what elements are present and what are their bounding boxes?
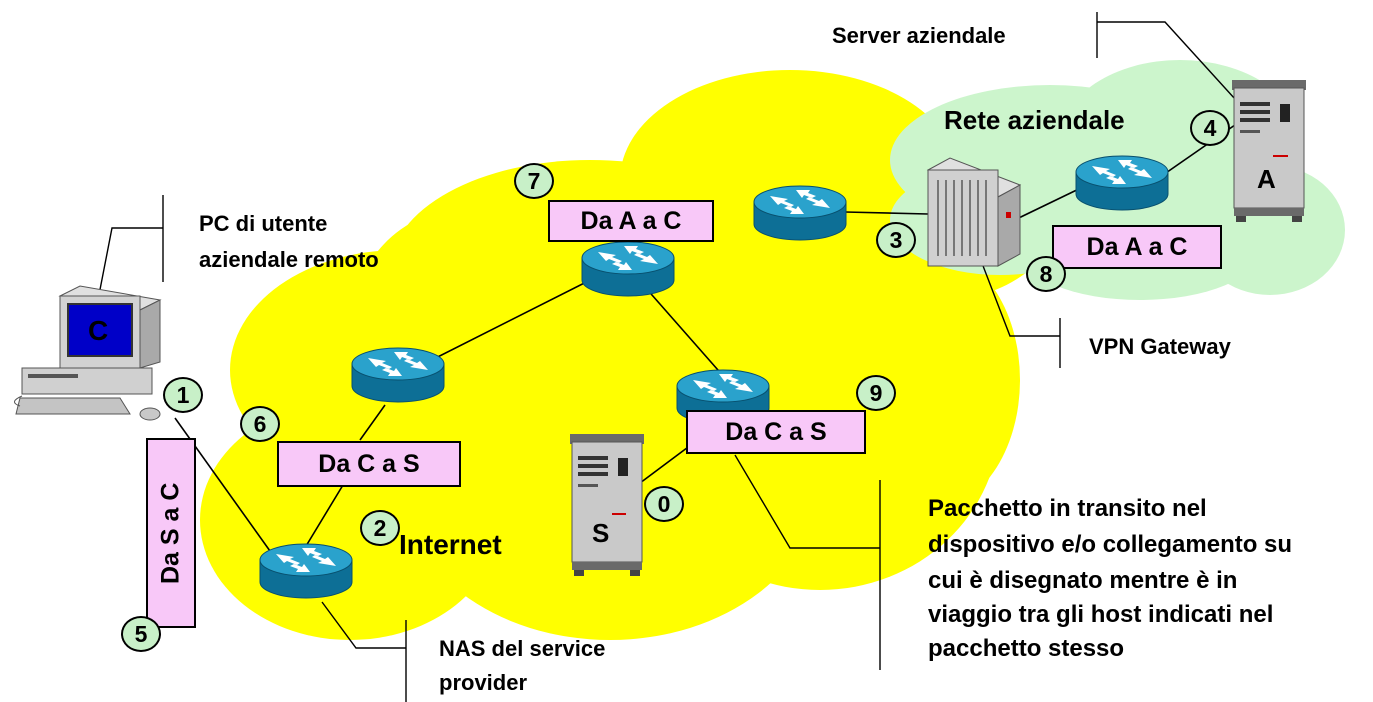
callout-lines — [96, 12, 1246, 702]
note-line1: Pacchetto in transito nel — [928, 495, 1207, 522]
router-left-mid — [351, 347, 445, 403]
nas-label-line1: NAS del service — [439, 636, 606, 661]
router-corporate — [1075, 155, 1169, 211]
badge-0: 0 — [644, 486, 684, 522]
router-core-right — [753, 185, 847, 241]
corporate-server-letter: A — [1257, 164, 1276, 194]
badge-9: 9 — [856, 375, 896, 411]
internet-server-letter: S — [592, 518, 610, 548]
remote-pc-icon — [14, 285, 162, 421]
corporate-network-label: Rete aziendale — [944, 105, 1125, 135]
router-nas — [259, 543, 353, 599]
note-line5: pacchetto stesso — [928, 635, 1125, 662]
packet-5: Da S a C — [146, 438, 196, 628]
packet-8: Da A a C — [1052, 225, 1222, 269]
note-line3: cui è disegnato mentre è in — [928, 567, 1238, 594]
router-core-top — [581, 241, 675, 297]
note-line2: dispositivo e/o collegamento su — [928, 531, 1293, 558]
pc-label-line2: aziendale remoto — [199, 247, 379, 272]
badge-2: 2 — [360, 510, 400, 546]
packet-6: Da C a S — [277, 441, 461, 487]
server-label: Server aziendale — [832, 23, 1006, 48]
packet-9: Da C a S — [686, 410, 866, 454]
internet-server-icon — [569, 433, 645, 577]
vpn-gateway-label: VPN Gateway — [1089, 334, 1231, 359]
badge-6: 6 — [240, 406, 280, 442]
internet-label: Internet — [399, 529, 502, 560]
badge-3: 3 — [876, 222, 916, 258]
pc-label-line1: PC di utente — [199, 211, 328, 236]
nas-label-line2: provider — [439, 670, 528, 695]
badge-5: 5 — [121, 616, 161, 652]
badge-7: 7 — [514, 163, 554, 199]
vpn-gateway-icon — [926, 157, 1022, 267]
badge-1: 1 — [163, 377, 203, 413]
packet-7: Da A a C — [548, 200, 714, 242]
badge-4: 4 — [1190, 110, 1230, 146]
pc-host-letter: C — [88, 315, 109, 346]
badge-8: 8 — [1026, 256, 1066, 292]
corporate-server-icon — [1231, 79, 1307, 223]
note-line4: viaggio tra gli host indicati nel — [928, 601, 1274, 628]
